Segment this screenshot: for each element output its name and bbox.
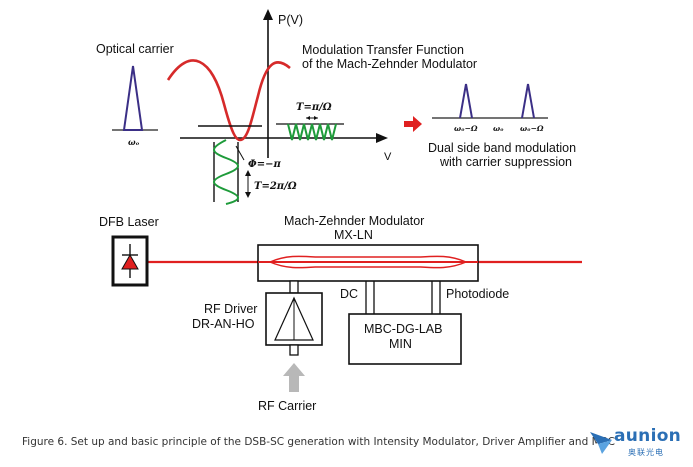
mzm-label-line2: MX-LN — [334, 228, 373, 242]
drive-signal-wave — [213, 139, 239, 205]
figure-caption: Figure 6. Set up and basic principle of … — [22, 436, 615, 448]
transfer-function-curve — [166, 59, 291, 142]
logo-text: aunion — [614, 426, 682, 446]
dsb-line1: Dual side band modulation — [428, 141, 576, 155]
photodiode-label: Photodiode — [446, 287, 509, 301]
dfb-laser-label: DFB Laser — [99, 215, 159, 229]
optical-carrier-spectrum — [112, 65, 158, 131]
period-marker — [245, 170, 251, 198]
aunion-logo-icon — [590, 432, 612, 454]
rf-driver-label-line2: DR-AN-HO — [192, 317, 255, 331]
mbc-label-line2: MIN — [389, 337, 412, 351]
rf-carrier-label: RF Carrier — [258, 399, 316, 413]
t-pi-label: T=π/Ω — [296, 102, 332, 113]
dsb-line2: with carrier suppression — [439, 155, 572, 169]
mbc-box — [348, 313, 462, 365]
result-arrow-icon — [404, 116, 422, 132]
v-axis-label: V — [384, 151, 392, 163]
dfb-laser-box — [111, 235, 149, 287]
mbc-label-line1: MBC-DG-LAB — [364, 322, 442, 336]
t-2pi-label: T=2π/Ω — [254, 181, 297, 192]
rf-driver-label-line1: RF Driver — [204, 302, 257, 316]
phi-label: Φ=−π — [248, 159, 281, 170]
pv-axes — [180, 9, 388, 158]
dsb-spectrum — [432, 83, 548, 119]
p-axis-label: P(V) — [278, 13, 303, 27]
output-signal-wave — [276, 116, 344, 141]
spectrum-right-label: ωₒ−Ω — [520, 124, 544, 133]
aunion-logo[interactable]: aunion 奥联光电 — [588, 426, 688, 462]
spectrum-left-label: ωₒ−Ω — [454, 124, 478, 133]
optical-carrier-label: Optical carrier — [96, 42, 174, 56]
mtf-title-line2: of the Mach-Zehnder Modulator — [302, 57, 477, 71]
spectrum-mid-label: ωₒ — [493, 124, 504, 133]
logo-subtext: 奥联光电 — [628, 448, 664, 457]
connectors — [289, 280, 441, 314]
dc-label: DC — [340, 287, 358, 301]
mzm-box — [257, 244, 479, 282]
phi-pointer — [235, 145, 245, 161]
rf-carrier-arrow-icon — [283, 363, 305, 392]
rf-driver-box — [265, 292, 323, 356]
mtf-title-line1: Modulation Transfer Function — [302, 43, 464, 57]
omega-o-label: ωₒ — [128, 137, 140, 147]
mzm-label-line1: Mach-Zehnder Modulator — [284, 214, 424, 228]
